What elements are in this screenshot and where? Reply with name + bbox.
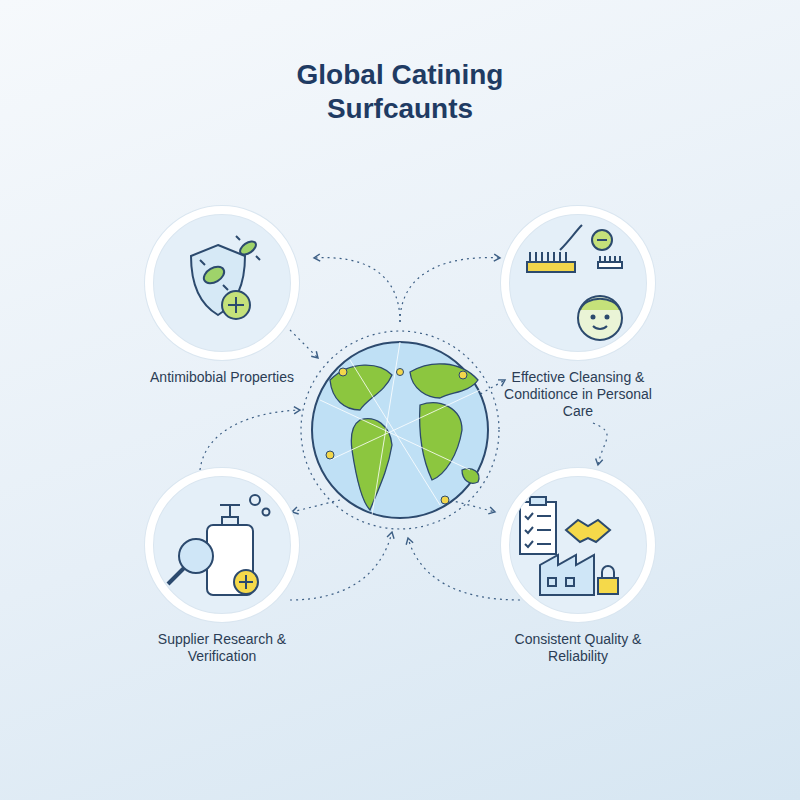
diagram-title: Global Catining Surfcaunts xyxy=(250,58,550,126)
feature-circle: Supplier Research & Verification xyxy=(122,467,322,665)
circle-outline xyxy=(500,467,656,623)
feature-circle: Effective Cleansing & Conditionce in Per… xyxy=(478,205,678,420)
feature-label: Supplier Research & Verification xyxy=(137,631,307,665)
feature-label: Effective Cleansing & Conditionce in Per… xyxy=(493,369,663,420)
feature-label: Antimibobial Properties xyxy=(150,369,294,386)
feature-circle: Antimibobial Properties xyxy=(122,205,322,386)
dotted-connector xyxy=(593,423,607,465)
circle-outline xyxy=(144,205,300,361)
feature-label: Consistent Quality & Reliability xyxy=(493,631,663,665)
feature-circle: Consistent Quality & Reliability xyxy=(478,467,678,665)
circle-outline xyxy=(144,467,300,623)
circle-outline xyxy=(500,205,656,361)
